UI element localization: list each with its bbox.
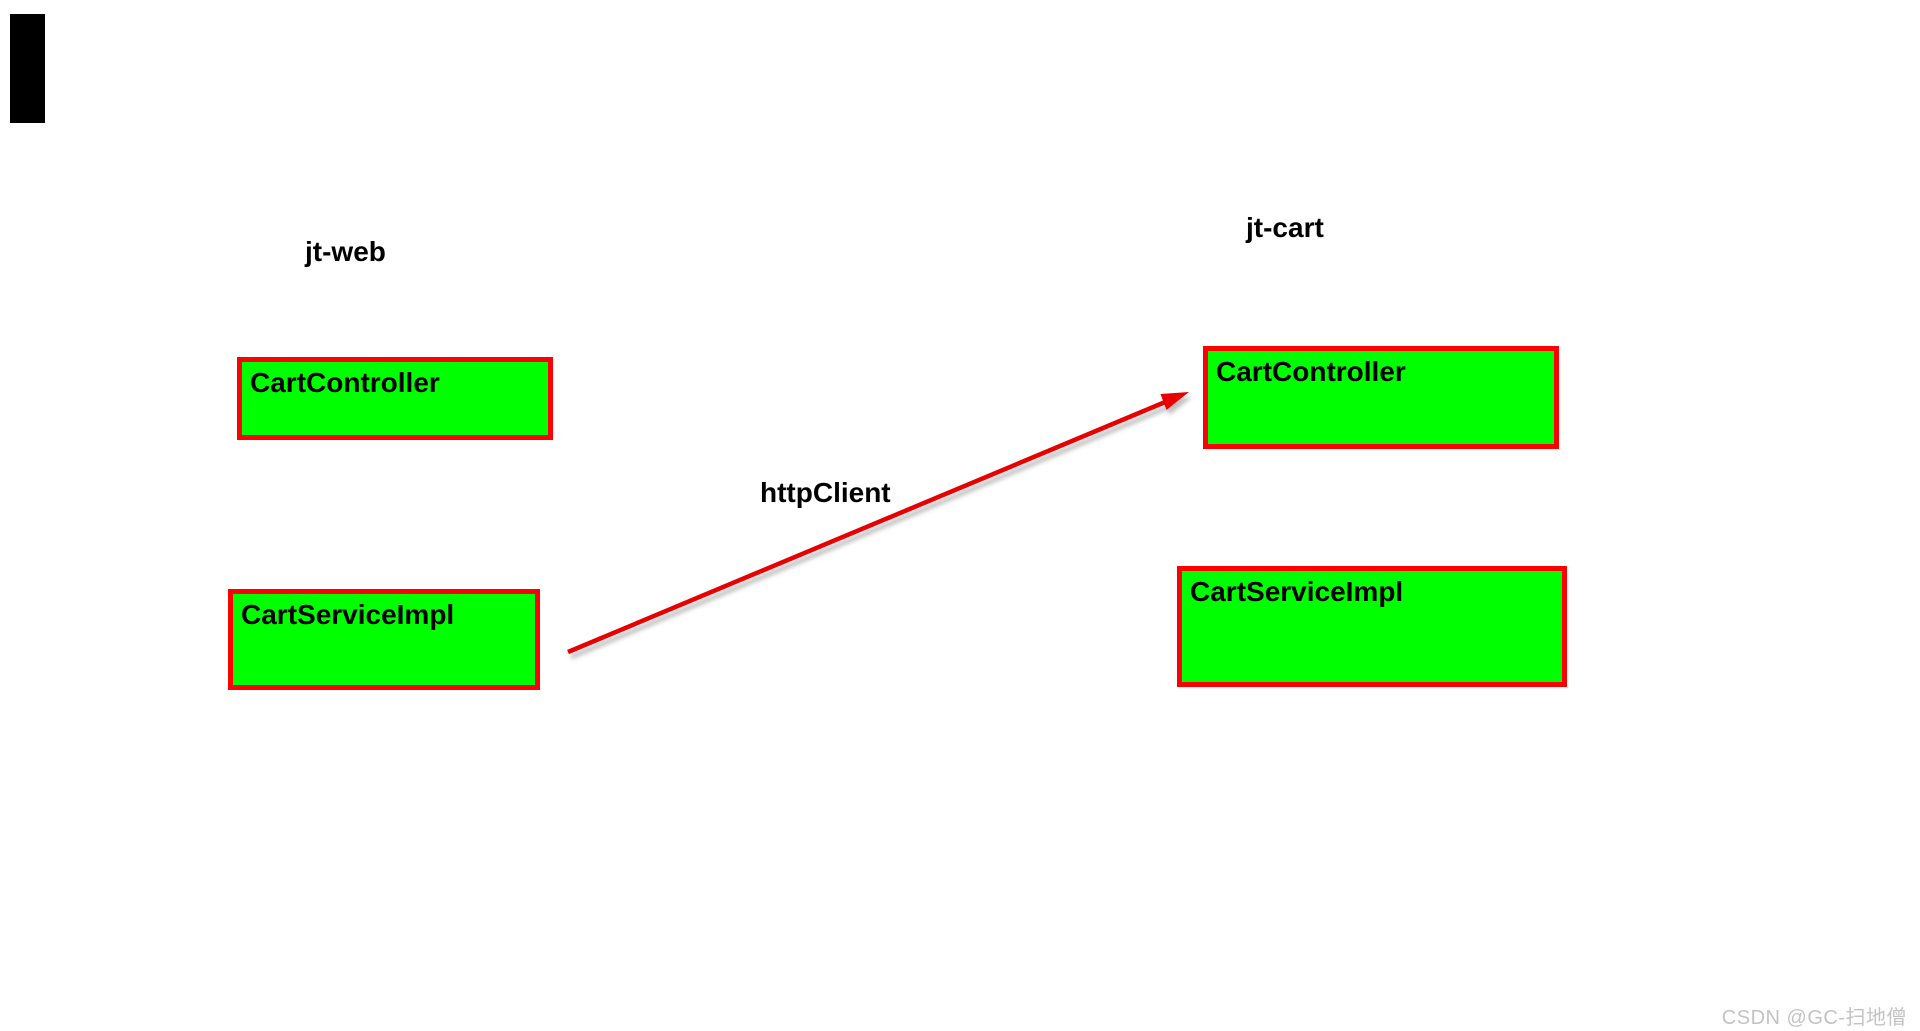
box-jt-cart-cart-service-impl: CartServiceImpl — [1177, 566, 1567, 687]
box-jt-cart-cart-controller: CartController — [1203, 346, 1559, 449]
group-label-jt-cart: jt-cart — [1246, 212, 1324, 243]
csdn-watermark: CSDN @GC-扫地僧 — [1721, 1007, 1907, 1029]
connector-label-http-client: httpClient — [760, 477, 891, 508]
box-jt-web-cart-controller: CartController — [237, 357, 553, 440]
arrowhead-icon — [1160, 392, 1189, 410]
arrow-shaft — [567, 397, 1171, 655]
black-rectangle-artifact — [10, 14, 45, 123]
box-jt-web-cart-service-impl: CartServiceImpl — [228, 589, 540, 690]
group-label-jt-web: jt-web — [305, 236, 386, 267]
